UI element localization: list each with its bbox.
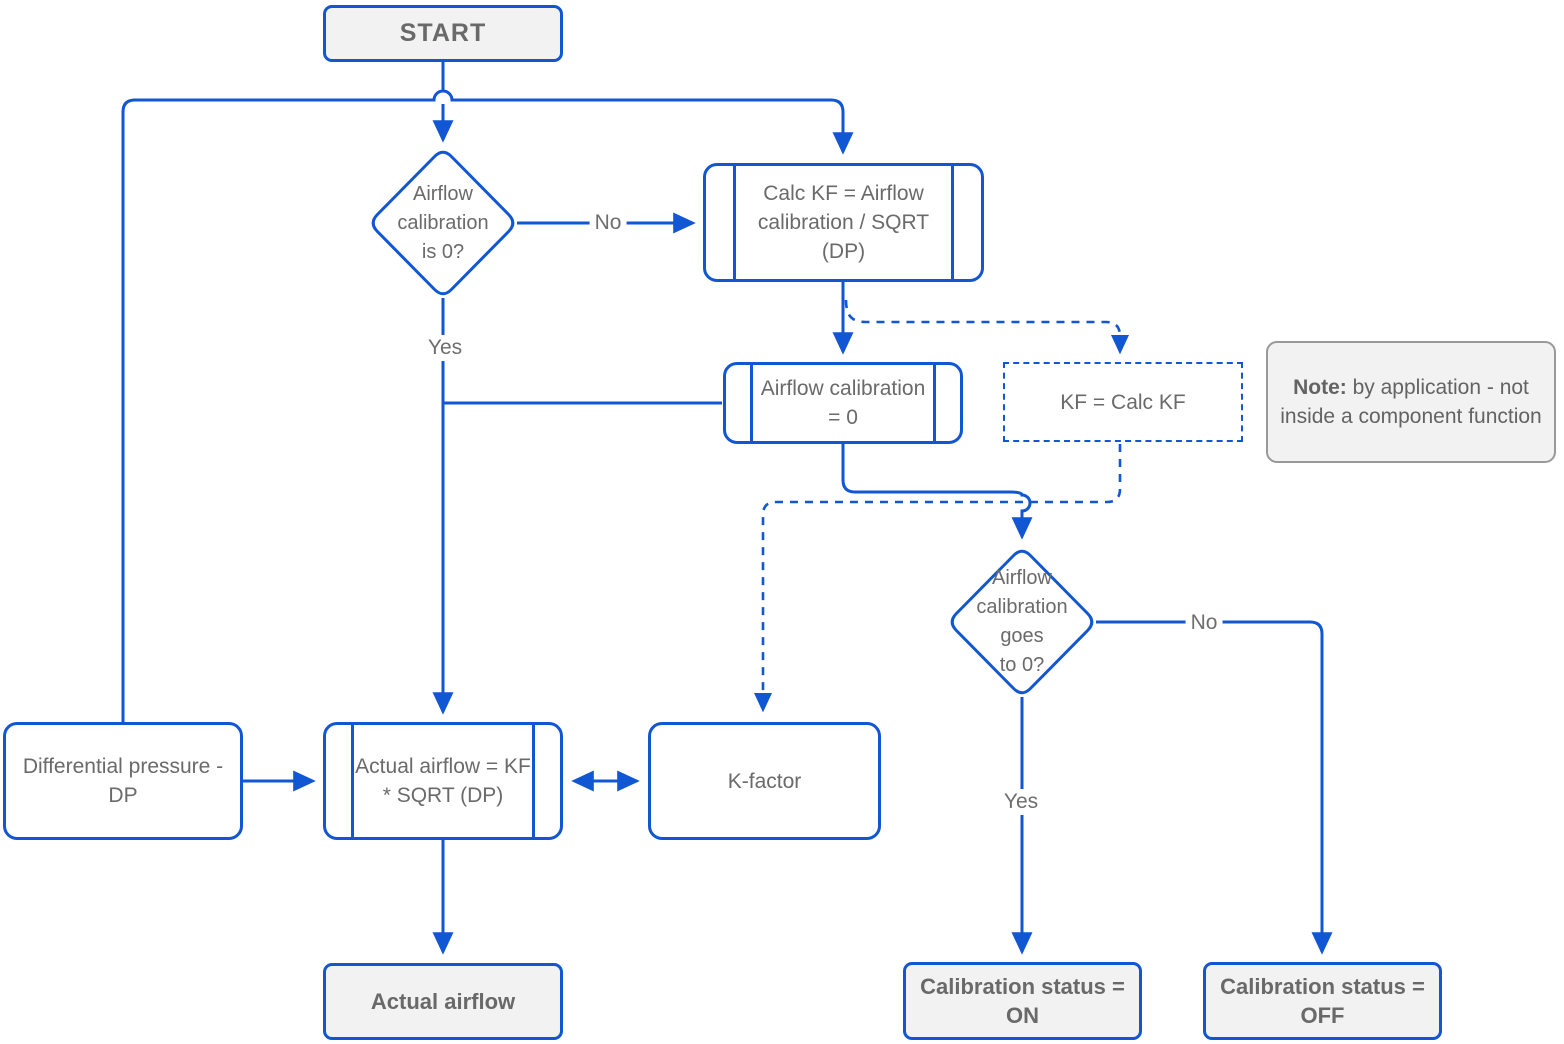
calibration-status-off-node: Calibration status = OFF xyxy=(1203,962,1442,1040)
note-text: Note: by application - not inside a comp… xyxy=(1275,373,1547,431)
k-factor-node: K-factor xyxy=(648,722,881,840)
decision1-line: Airflow xyxy=(412,182,473,205)
predefined-process-left-bar xyxy=(733,166,736,279)
decision-airflow-calibration-goes-to-0: Airflow calibration goes to 0? xyxy=(948,547,1096,697)
edge-label-yes-2: Yes xyxy=(998,789,1044,815)
edge-kfcalckf-to-kfactor-dashed xyxy=(753,444,1122,713)
kf-equals-calc-kf-label: KF = Calc KF xyxy=(1060,390,1186,414)
decision2-line: to 0? xyxy=(999,654,1045,676)
predefined-process-left-bar xyxy=(351,725,354,837)
calibration-status-on-label: Calibration status = ON xyxy=(920,974,1125,1028)
start-node: START xyxy=(323,5,563,62)
calc-kf-label: Calc KF = Airflow calibration / SQRT (DP… xyxy=(757,182,930,263)
note-box: Note: by application - not inside a comp… xyxy=(1266,341,1556,463)
edge-label-no-2: No xyxy=(1185,610,1223,636)
airflow-calibration-0-label: Airflow calibration = 0 xyxy=(760,377,926,429)
note-body: by application - not inside a component … xyxy=(1280,376,1542,428)
edge-label-yes-1: Yes xyxy=(422,335,468,361)
edge-airflowcal0-to-decision2 xyxy=(841,444,1033,540)
predefined-process-right-bar xyxy=(532,725,535,837)
start-label: START xyxy=(399,19,487,47)
calibration-status-off-label: Calibration status = OFF xyxy=(1220,974,1425,1028)
decision1-line: is 0? xyxy=(421,240,465,263)
note-bold-prefix: Note: xyxy=(1293,376,1347,399)
decision2-line: goes xyxy=(1000,625,1044,647)
calc-kf-process-node: Calc KF = Airflow calibration / SQRT (DP… xyxy=(703,163,984,282)
actual-airflow-terminal-node: Actual airflow xyxy=(323,963,563,1040)
decision1-line: calibration xyxy=(397,211,489,234)
edge-calckf-to-kfcalckf-dashed xyxy=(844,299,1130,355)
actual-airflow-label: Actual airflow xyxy=(370,989,516,1014)
predefined-process-left-bar xyxy=(750,365,753,441)
decision2-line: Airflow xyxy=(991,567,1052,589)
edge-label-no-1: No xyxy=(589,210,627,236)
airflow-calibration-0-node: Airflow calibration = 0 xyxy=(723,362,963,444)
actual-airflow-calc-node: Actual airflow = KF * SQRT (DP) xyxy=(323,722,563,840)
decision2-line: calibration xyxy=(976,596,1068,618)
predefined-process-right-bar xyxy=(951,166,954,279)
actual-airflow-calc-label: Actual airflow = KF * SQRT (DP) xyxy=(355,755,531,807)
edge-decision2-no-to-off xyxy=(1096,620,1333,955)
calibration-status-on-node: Calibration status = ON xyxy=(903,962,1142,1040)
differential-pressure-node: Differential pressure - DP xyxy=(3,722,243,840)
decision2-diamond-shape xyxy=(950,549,1094,695)
kf-equals-calc-kf-node: KF = Calc KF xyxy=(1003,362,1243,442)
predefined-process-right-bar xyxy=(933,365,936,441)
decision1-diamond-shape xyxy=(371,150,515,296)
k-factor-label: K-factor xyxy=(727,769,802,793)
decision-airflow-calibration-is-0: Airflow calibration is 0? xyxy=(369,148,517,298)
differential-pressure-label: Differential pressure - DP xyxy=(22,755,224,807)
edge-dp-to-calckf xyxy=(121,89,854,722)
